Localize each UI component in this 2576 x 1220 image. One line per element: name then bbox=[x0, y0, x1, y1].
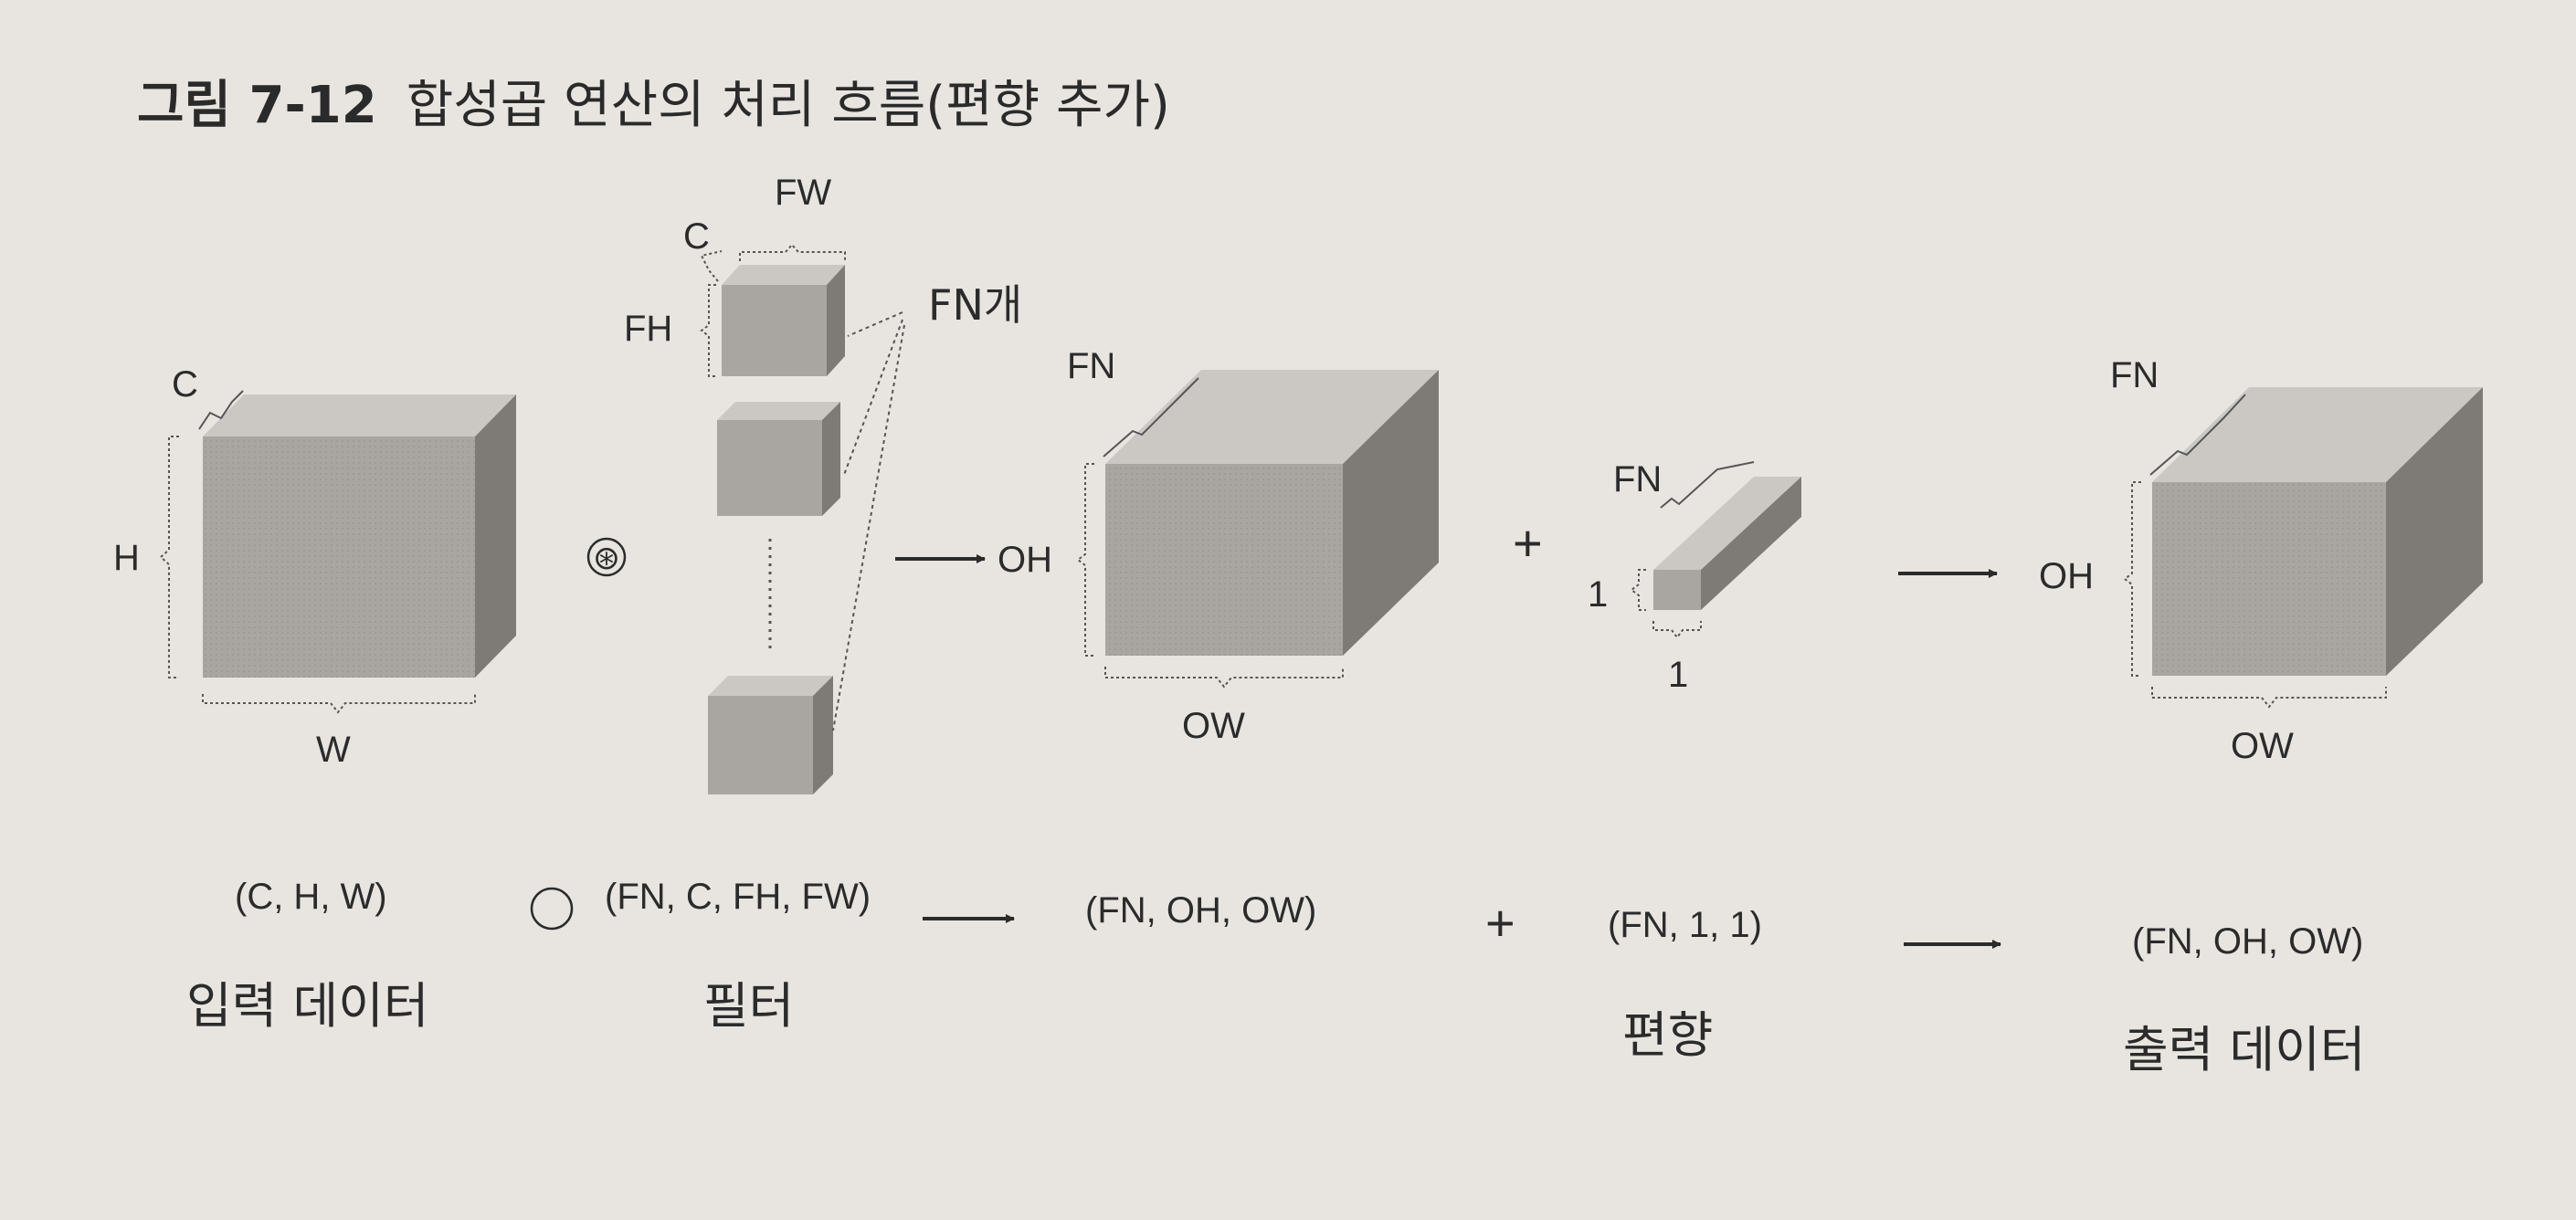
intermediate-oh-brace bbox=[1076, 463, 1094, 657]
input-block: C H W (C, H, W) 입력 데이터 bbox=[113, 364, 516, 1035]
plus-operator: + bbox=[1513, 514, 1543, 572]
filter-block: FW C FH FN개 (FN, C, FH, FW) 필터 bbox=[530, 173, 1022, 1035]
filter-cube-2 bbox=[717, 402, 840, 516]
filter-cube-3 bbox=[708, 676, 833, 794]
filter-count-leader-3 bbox=[832, 324, 905, 731]
output-ow-label: OW bbox=[2231, 726, 2294, 766]
bias-one-h-brace bbox=[1630, 569, 1646, 611]
figure-number: 그림 7-12 bbox=[137, 76, 377, 135]
filter-c-label: C bbox=[683, 216, 710, 257]
bias-name: 편향 bbox=[1622, 1006, 1713, 1064]
intermediate-ow-brace bbox=[1104, 667, 1344, 689]
intermediate-ow-label: OW bbox=[1182, 706, 1245, 746]
bias-one-w-brace bbox=[1652, 621, 1702, 639]
convolution-operator-circle bbox=[586, 537, 627, 577]
intermediate-fn-label: FN bbox=[1067, 346, 1115, 386]
convolution-operator-symbol: ⊛ bbox=[593, 539, 620, 576]
bias-one-w-label: 1 bbox=[1668, 655, 1688, 695]
figure-caption: 그림 7-12 합성곱 연산의 처리 흐름(편향 추가) bbox=[137, 64, 1170, 138]
input-w-brace bbox=[202, 694, 476, 714]
filter-count-leader-2 bbox=[843, 319, 903, 476]
input-h-brace bbox=[159, 436, 179, 678]
bias-fn-label: FN bbox=[1613, 459, 1662, 500]
output-fn-label: FN bbox=[2110, 355, 2159, 395]
output-block: FN OH OW (FN, OH, OW) 출력 데이터 bbox=[2039, 355, 2483, 1078]
filter-fw-label: FW bbox=[775, 173, 831, 213]
input-c-label: C bbox=[172, 364, 198, 405]
filter-count-label: FN개 bbox=[928, 280, 1022, 330]
input-w-label: W bbox=[316, 730, 351, 770]
output-oh-brace bbox=[2123, 481, 2141, 677]
output-cube bbox=[2152, 387, 2483, 676]
filter-cube-1 bbox=[722, 265, 845, 376]
intermediate-cube bbox=[1105, 370, 1439, 656]
bias-block: FN 1 1 (FN, 1, 1) 편향 bbox=[1588, 459, 1801, 1064]
filter-name: 필터 bbox=[703, 977, 794, 1035]
intermediate-shape: (FN, OH, OW) bbox=[1085, 890, 1316, 931]
output-ow-brace bbox=[2151, 687, 2387, 709]
intermediate-fn-brace bbox=[1103, 377, 1199, 458]
bias-fn-brace bbox=[1660, 461, 1755, 509]
plus-operator-shape: + bbox=[1485, 894, 1515, 952]
intermediate-block: FN OH OW (FN, OH, OW) bbox=[998, 346, 1439, 931]
convolution-operator: ⊛ bbox=[586, 537, 627, 577]
intermediate-oh-label: OH bbox=[998, 540, 1052, 580]
filter-count-leader-1 bbox=[847, 311, 903, 337]
filter-fw-brace bbox=[739, 243, 846, 261]
input-c-brace bbox=[198, 390, 244, 430]
output-name: 출력 데이터 bbox=[2123, 1021, 2366, 1078]
input-h-label: H bbox=[113, 538, 140, 578]
input-shape: (C, H, W) bbox=[235, 877, 387, 917]
output-shape: (FN, OH, OW) bbox=[2132, 921, 2363, 962]
output-fn-brace bbox=[2149, 394, 2246, 476]
input-name: 입력 데이터 bbox=[186, 977, 429, 1035]
filter-fh-brace bbox=[700, 284, 716, 377]
figure-caption-text: 합성곱 연산의 처리 흐름(편향 추가) bbox=[406, 76, 1170, 135]
hollow-circle-operator bbox=[530, 887, 574, 931]
filter-fh-label: FH bbox=[624, 309, 672, 349]
output-oh-label: OH bbox=[2039, 556, 2094, 596]
bias-shape: (FN, 1, 1) bbox=[1608, 905, 1762, 945]
input-cube bbox=[203, 394, 516, 678]
filter-c-brace bbox=[700, 250, 723, 282]
bias-one-h-label: 1 bbox=[1588, 574, 1608, 615]
filter-shape: (FN, C, FH, FW) bbox=[605, 877, 871, 917]
bias-bar bbox=[1653, 477, 1801, 610]
